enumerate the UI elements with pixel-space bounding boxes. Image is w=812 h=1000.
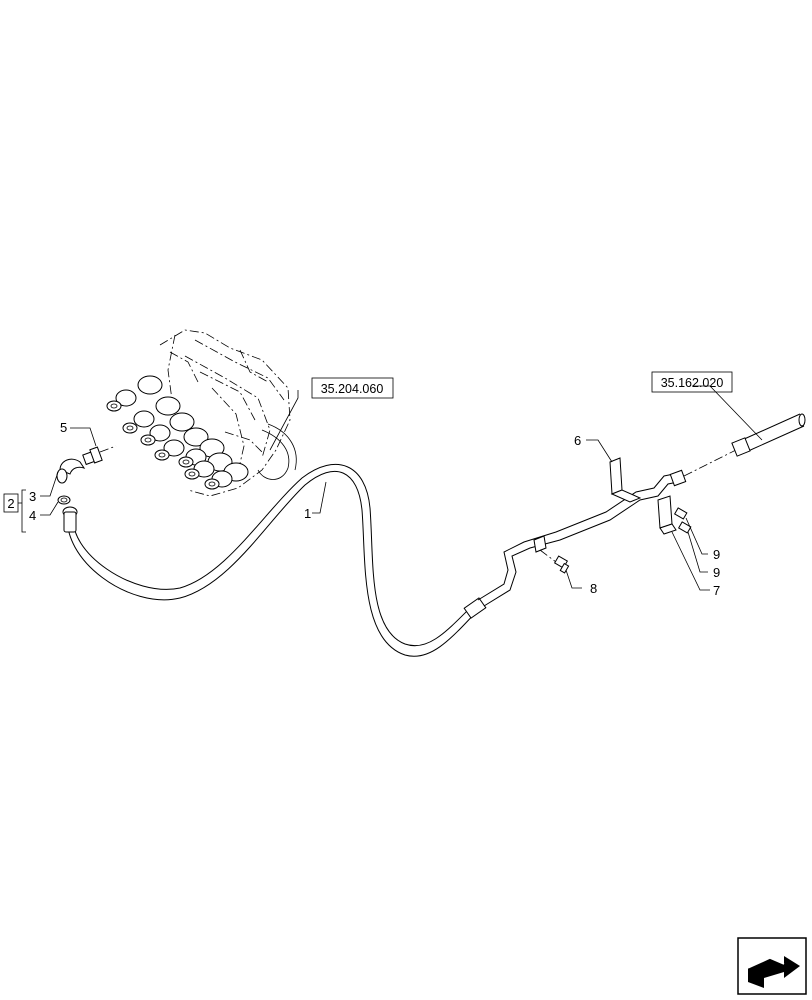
bracket-6-part [609,457,642,503]
coupler-7 [204,462,249,490]
callout-9b: 9 [713,565,720,580]
callout-6: 6 [574,433,581,448]
ref-box-pipe-end[interactable]: 35.162.020 [651,371,733,393]
callout-5: 5 [60,420,67,435]
coupler-3 [140,412,195,446]
steel-pipe [477,447,741,607]
ref-box-valve-block[interactable]: 35.204.060 [311,377,394,399]
leader-lines [40,385,763,591]
adapter-part [82,446,103,466]
callout-4: 4 [29,508,36,523]
hose [62,463,487,657]
coupler-1 [106,375,163,412]
next-page-arrow-icon[interactable] [737,937,807,995]
o-ring-part [57,495,71,505]
clamp-7-part [657,495,677,535]
coupler-2 [122,396,181,434]
kit-bracket [3,489,26,533]
bolt-9-parts [673,507,692,534]
coupler-4 [154,427,209,461]
callout-7: 7 [713,583,720,598]
ref-label-valve-block: 35.204.060 [321,382,384,396]
pipe-end-part [731,413,806,457]
elbow-part [56,458,86,484]
callout-3: 3 [29,489,36,504]
callout-1: 1 [304,506,311,521]
callout-8: 8 [590,581,597,596]
callout-9a: 9 [713,547,720,562]
callout-2: 2 [7,496,14,511]
bolt-8-part [539,549,570,574]
valve-block-assembly [106,329,297,497]
ref-label-pipe-end: 35.162.020 [661,376,724,390]
